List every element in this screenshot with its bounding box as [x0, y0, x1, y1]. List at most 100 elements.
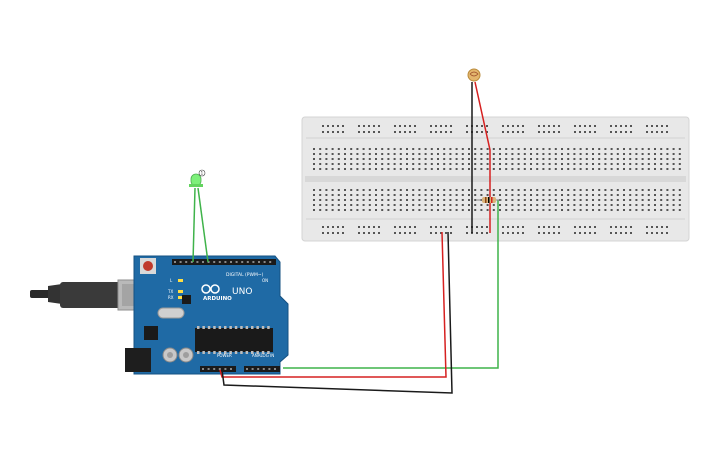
breadboard-hole[interactable]: [461, 194, 464, 196]
breadboard-hole[interactable]: [399, 226, 401, 228]
breadboard-hole[interactable]: [499, 158, 501, 160]
breadboard-hole[interactable]: [409, 131, 411, 133]
breadboard-hole[interactable]: [476, 232, 478, 234]
breadboard-hole[interactable]: [666, 226, 668, 228]
breadboard-hole[interactable]: [623, 189, 625, 191]
breadboard-hole[interactable]: [486, 209, 489, 211]
breadboard-hole[interactable]: [548, 168, 551, 170]
breadboard-hole[interactable]: [584, 131, 586, 133]
breadboard-hole[interactable]: [523, 194, 526, 196]
breadboard-hole[interactable]: [313, 204, 315, 206]
breadboard-hole[interactable]: [449, 163, 452, 165]
breadboard-hole[interactable]: [325, 153, 328, 155]
breadboard-hole[interactable]: [654, 168, 656, 170]
breadboard-hole[interactable]: [455, 163, 458, 165]
breadboard-hole[interactable]: [331, 168, 334, 170]
breadboard-hole[interactable]: [480, 158, 483, 160]
breadboard-hole[interactable]: [481, 131, 483, 133]
breadboard-hole[interactable]: [604, 168, 607, 170]
breadboard-hole[interactable]: [450, 131, 452, 133]
breadboard-hole[interactable]: [461, 204, 464, 206]
breadboard-hole[interactable]: [646, 131, 648, 133]
photoresistor[interactable]: [467, 68, 481, 82]
breadboard-hole[interactable]: [468, 209, 470, 211]
breadboard-hole[interactable]: [530, 163, 532, 165]
breadboard-hole[interactable]: [481, 232, 483, 234]
breadboard-hole[interactable]: [548, 199, 551, 201]
breadboard-hole[interactable]: [499, 168, 501, 170]
breadboard-hole[interactable]: [567, 148, 570, 150]
breadboard-hole[interactable]: [629, 148, 632, 150]
breadboard-hole[interactable]: [620, 232, 622, 234]
breadboard-hole[interactable]: [399, 125, 401, 127]
breadboard-hole[interactable]: [542, 189, 545, 191]
breadboard-hole[interactable]: [647, 158, 650, 160]
breadboard-hole[interactable]: [629, 204, 632, 206]
breadboard-hole[interactable]: [530, 204, 532, 206]
breadboard-hole[interactable]: [499, 163, 501, 165]
breadboard-hole[interactable]: [450, 125, 452, 127]
breadboard-hole[interactable]: [548, 209, 551, 211]
breadboard-hole[interactable]: [561, 168, 563, 170]
breadboard-hole[interactable]: [561, 199, 563, 201]
breadboard-hole[interactable]: [567, 209, 570, 211]
breadboard-hole[interactable]: [486, 125, 488, 127]
breadboard-hole[interactable]: [424, 163, 427, 165]
breadboard-hole[interactable]: [373, 232, 375, 234]
breadboard-hole[interactable]: [319, 158, 322, 160]
header-pin[interactable]: [268, 368, 271, 370]
breadboard-hole[interactable]: [356, 153, 359, 155]
breadboard-hole[interactable]: [474, 194, 477, 196]
breadboard-hole[interactable]: [523, 204, 526, 206]
breadboard-hole[interactable]: [598, 168, 601, 170]
breadboard-hole[interactable]: [492, 204, 495, 206]
wire-black-gnd[interactable]: [221, 231, 453, 394]
breadboard-hole[interactable]: [543, 131, 545, 133]
breadboard-hole[interactable]: [412, 199, 415, 201]
breadboard-hole[interactable]: [666, 204, 669, 206]
breadboard-hole[interactable]: [635, 153, 638, 155]
breadboard-hole[interactable]: [437, 194, 439, 196]
breadboard-hole[interactable]: [574, 226, 576, 228]
breadboard-hole[interactable]: [337, 168, 340, 170]
breadboard-hole[interactable]: [678, 168, 681, 170]
breadboard-hole[interactable]: [641, 204, 644, 206]
breadboard-hole[interactable]: [517, 199, 520, 201]
breadboard-hole[interactable]: [517, 153, 520, 155]
breadboard-hole[interactable]: [594, 131, 596, 133]
breadboard-hole[interactable]: [660, 163, 663, 165]
breadboard-hole[interactable]: [443, 158, 446, 160]
breadboard-hole[interactable]: [615, 232, 617, 234]
breadboard-hole[interactable]: [666, 194, 669, 196]
breadboard-hole[interactable]: [387, 163, 390, 165]
breadboard-hole[interactable]: [461, 199, 464, 201]
breadboard-hole[interactable]: [492, 163, 495, 165]
breadboard-hole[interactable]: [598, 163, 601, 165]
breadboard-hole[interactable]: [399, 209, 402, 211]
breadboard-hole[interactable]: [424, 153, 427, 155]
breadboard-hole[interactable]: [573, 158, 576, 160]
breadboard-hole[interactable]: [327, 125, 329, 127]
breadboard-hole[interactable]: [387, 153, 390, 155]
breadboard-hole[interactable]: [474, 189, 477, 191]
breadboard-hole[interactable]: [342, 226, 344, 228]
breadboard-hole[interactable]: [505, 168, 508, 170]
breadboard-hole[interactable]: [548, 131, 550, 133]
breadboard-hole[interactable]: [561, 204, 563, 206]
breadboard-hole[interactable]: [480, 148, 483, 150]
breadboard-hole[interactable]: [647, 148, 650, 150]
power-header[interactable]: [200, 366, 236, 372]
breadboard-hole[interactable]: [604, 158, 607, 160]
breadboard-hole[interactable]: [579, 204, 582, 206]
breadboard-hole[interactable]: [440, 125, 442, 127]
breadboard-hole[interactable]: [505, 204, 508, 206]
breadboard-hole[interactable]: [660, 158, 663, 160]
breadboard-hole[interactable]: [615, 131, 617, 133]
breadboard-hole[interactable]: [585, 199, 588, 201]
breadboard-hole[interactable]: [610, 168, 613, 170]
header-pin[interactable]: [235, 261, 238, 263]
breadboard-hole[interactable]: [358, 226, 360, 228]
breadboard-hole[interactable]: [358, 125, 360, 127]
breadboard-hole[interactable]: [381, 148, 384, 150]
breadboard-hole[interactable]: [362, 153, 365, 155]
